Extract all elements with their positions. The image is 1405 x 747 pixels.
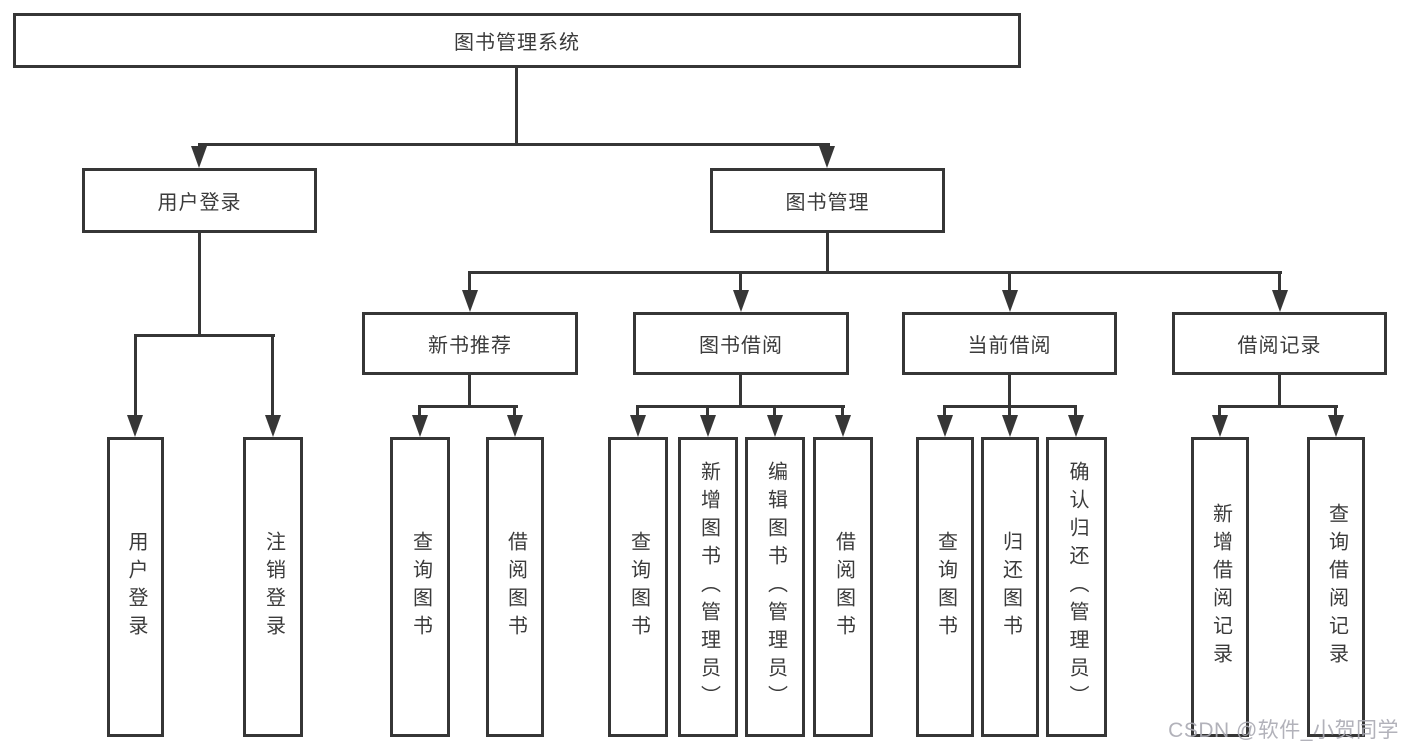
leaf-user-login-label: 用户登录 (125, 531, 147, 643)
arrow-down-icon (819, 146, 835, 168)
connector-line (943, 405, 946, 419)
connector-line (1218, 405, 1338, 408)
node-book-borrowing-label: 图书借阅 (699, 335, 783, 357)
leaf-add-borrow-record: 新增借阅记录 (1191, 437, 1249, 737)
leaf-query-books-current-label: 查询图书 (934, 531, 957, 643)
leaf-return-book: 归还图书 (981, 437, 1039, 737)
connector-line (134, 334, 275, 337)
arrow-down-icon (1002, 415, 1018, 437)
connector-line (468, 271, 471, 295)
node-book-management-label: 图书管理 (785, 192, 870, 214)
arrow-down-icon (265, 415, 281, 437)
node-borrowing-records: 借阅记录 (1172, 312, 1387, 375)
leaf-add-book-admin: 新增图书（管理员） (678, 437, 738, 737)
leaf-borrow-books-borrowing-label: 借阅图书 (832, 531, 855, 643)
connector-line (1008, 405, 1011, 419)
leaf-query-books-recommend: 查询图书 (390, 437, 450, 737)
node-current-borrowing-label: 当前借阅 (967, 335, 1052, 357)
connector-line (1334, 405, 1337, 419)
connector-line (513, 405, 516, 419)
leaf-query-books-borrowing: 查询图书 (608, 437, 668, 737)
leaf-logout-label: 注销登录 (262, 531, 285, 643)
arrow-down-icon (1068, 415, 1084, 437)
leaf-query-books-recommend-label: 查询图书 (409, 531, 432, 643)
leaf-borrow-books-recommend-label: 借阅图书 (504, 531, 527, 643)
arrow-down-icon (462, 290, 478, 312)
leaf-user-login: 用户登录 (107, 437, 164, 737)
connector-line (1008, 375, 1011, 407)
node-user-login-label: 用户登录 (157, 192, 242, 214)
node-root-library-system: 图书管理系统 (13, 13, 1021, 68)
connector-line (198, 233, 201, 337)
arrow-down-icon (507, 415, 523, 437)
arrow-down-icon (1212, 415, 1228, 437)
leaf-query-borrow-record-label: 查询借阅记录 (1325, 503, 1348, 671)
connector-line (418, 405, 421, 419)
connector-line (636, 405, 845, 408)
connector-line (1008, 271, 1011, 295)
arrow-down-icon (1328, 415, 1344, 437)
connector-line (1218, 405, 1221, 419)
arrow-down-icon (412, 415, 428, 437)
node-new-book-recommend-label: 新书推荐 (428, 335, 512, 357)
arrow-down-icon (1272, 290, 1288, 312)
leaf-edit-book-admin: 编辑图书（管理员） (745, 437, 805, 737)
connector-line (739, 271, 742, 295)
connector-line (198, 143, 830, 146)
arrow-down-icon (1002, 290, 1018, 312)
connector-line (468, 375, 471, 408)
node-borrowing-records-label: 借阅记录 (1237, 335, 1322, 357)
leaf-query-books-borrowing-label: 查询图书 (627, 531, 650, 643)
leaf-add-borrow-record-label: 新增借阅记录 (1209, 503, 1232, 671)
arrow-down-icon (937, 415, 953, 437)
node-user-login: 用户登录 (82, 168, 317, 233)
arrow-down-icon (835, 415, 851, 437)
connector-line (1278, 271, 1281, 295)
leaf-borrow-books-recommend: 借阅图书 (486, 437, 544, 737)
connector-line (739, 375, 742, 407)
arrow-down-icon (767, 415, 783, 437)
csdn-watermark: CSDN @软件_小贺同学 (1168, 719, 1399, 742)
connector-line (418, 405, 518, 408)
arrow-down-icon (127, 415, 143, 437)
connector-line (1074, 405, 1077, 419)
arrow-down-icon (191, 146, 207, 168)
leaf-logout: 注销登录 (243, 437, 303, 737)
leaf-confirm-return-admin-label: 确认归还（管理员） (1066, 461, 1088, 713)
leaf-confirm-return-admin: 确认归还（管理员） (1046, 437, 1107, 737)
connector-line (706, 405, 709, 419)
connector-line (271, 334, 274, 419)
connector-line (1278, 375, 1281, 407)
node-book-management: 图书管理 (710, 168, 945, 233)
arrow-down-icon (700, 415, 716, 437)
leaf-edit-book-admin-label: 编辑图书（管理员） (764, 461, 787, 713)
node-book-borrowing: 图书借阅 (633, 312, 849, 375)
leaf-query-books-current: 查询图书 (916, 437, 974, 737)
node-new-book-recommend: 新书推荐 (362, 312, 578, 375)
connector-line (773, 405, 776, 419)
node-root-label: 图书管理系统 (454, 32, 580, 54)
node-current-borrowing: 当前借阅 (902, 312, 1117, 375)
connector-line (468, 271, 1282, 274)
connector-line (515, 68, 518, 145)
leaf-borrow-books-borrowing: 借阅图书 (813, 437, 873, 737)
connector-line (826, 233, 829, 274)
leaf-return-book-label: 归还图书 (999, 531, 1022, 643)
connector-line (134, 334, 137, 419)
leaf-query-borrow-record: 查询借阅记录 (1307, 437, 1365, 737)
arrow-down-icon (733, 290, 749, 312)
connector-line (841, 405, 844, 419)
connector-line (636, 405, 639, 419)
arrow-down-icon (630, 415, 646, 437)
leaf-add-book-admin-label: 新增图书（管理员） (697, 461, 720, 713)
